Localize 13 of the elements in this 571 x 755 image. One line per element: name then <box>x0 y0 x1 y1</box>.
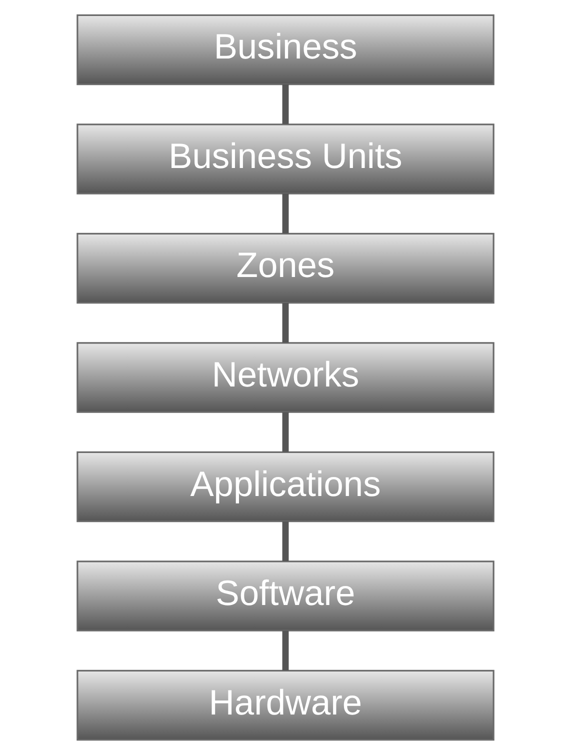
node-box: Zones <box>76 232 494 304</box>
node-box: Business <box>76 14 494 86</box>
node-box: Software <box>76 560 494 632</box>
node-box: Applications <box>76 451 494 522</box>
node-box: Business Units <box>76 124 494 194</box>
connector <box>282 412 289 452</box>
connector <box>282 302 289 343</box>
node-box: Hardware <box>76 670 494 741</box>
connector <box>282 630 289 670</box>
connector <box>282 521 289 562</box>
node-box: Networks <box>76 342 494 413</box>
connector <box>282 194 289 234</box>
connector <box>282 84 289 124</box>
